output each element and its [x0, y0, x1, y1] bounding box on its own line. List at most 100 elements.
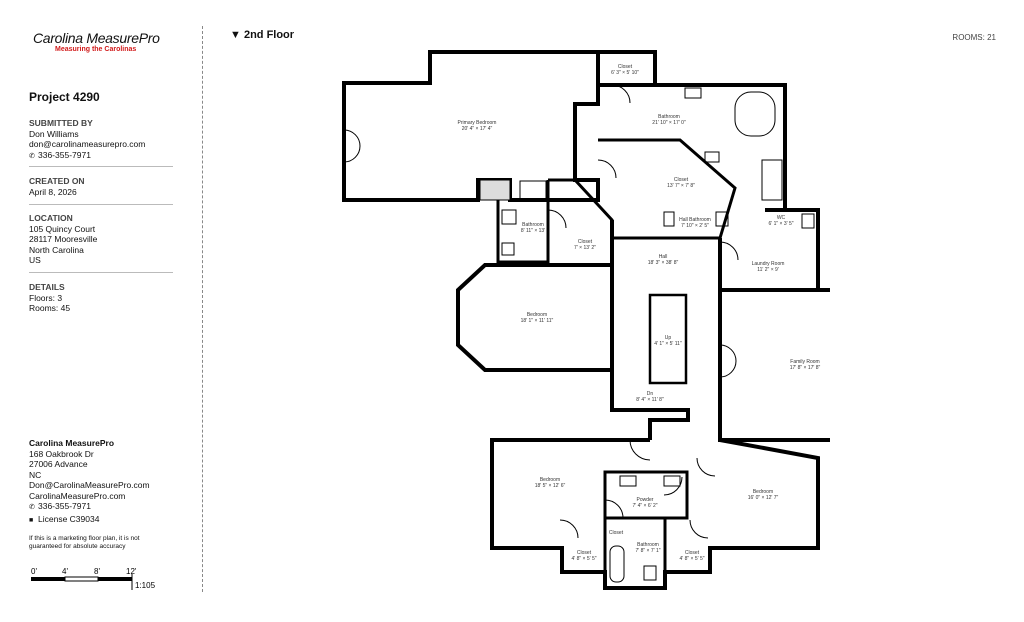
company-website[interactable]: CarolinaMeasurePro.com [29, 490, 126, 501]
room-dims: 7' 8" × 7' 1" [635, 548, 660, 554]
location-line: North Carolina [29, 244, 84, 255]
submitter-name: Don Williams [29, 128, 79, 139]
created-date: April 8, 2026 [29, 186, 77, 197]
company-section: Carolina MeasurePro 168 Oakbrook Dr 2700… [29, 438, 150, 526]
room-name: Family Room [790, 359, 819, 365]
room-name: Bathroom [658, 114, 680, 120]
wall-bedroom-left [456, 263, 612, 372]
location-line: 28117 Mooresville [29, 234, 98, 244]
info-sidebar: Carolina MeasurePro Measuring the Caroli… [0, 0, 200, 622]
floor-name: 2nd Floor [243, 29, 295, 41]
room-name: Bedroom [527, 312, 547, 318]
scale-segment [64, 576, 99, 582]
scale-bar: 0' 4' 8' 12' 1:105 [29, 566, 169, 592]
details-heading: DETAILS [29, 282, 65, 292]
floor-selector[interactable]: ▼ 2nd Floor [230, 29, 294, 41]
section-divider [29, 204, 173, 205]
sink-fixture [715, 211, 729, 227]
sidebar-divider [202, 26, 203, 592]
scale-bar-graphic: 0' 4' 8' 12' 1:105 [31, 567, 156, 590]
section-divider [29, 166, 173, 167]
scale-tick-label: 8' [94, 567, 100, 576]
scale-tick-label: 4' [62, 567, 68, 576]
door-swing [663, 476, 683, 496]
wall-hall-left [610, 220, 690, 440]
company-address: 27006 Advance [29, 459, 88, 469]
room-name: Closet [578, 239, 593, 245]
toilet-fixture [801, 213, 815, 229]
door-swing [719, 241, 739, 261]
brand-tagline: Measuring the Carolinas [55, 46, 137, 53]
company-license: License C39034 [38, 513, 100, 524]
door-swing [559, 519, 579, 539]
room-name: Hall Bathroom [679, 217, 711, 223]
room-name: Bedroom [540, 477, 560, 483]
room-dims: 7' 4" × 6' 2" [632, 503, 657, 509]
brand-logo: Carolina MeasurePro [33, 30, 160, 46]
exterior-walls [342, 50, 830, 590]
wall-powder [603, 470, 689, 520]
room-name: Closet [618, 64, 633, 70]
room-dims: 21' 10" × 17' 0" [652, 120, 686, 126]
company-address: 168 Oakbrook Dr [29, 448, 94, 459]
company-name: Carolina MeasurePro [29, 438, 115, 448]
room-dims: 4' 8" × 5' 5" [571, 556, 596, 562]
door-swing [719, 344, 737, 378]
location-heading: LOCATION [29, 213, 73, 223]
room-labels: Closet 6' 3" × 5' 10" Primary Bedroom 20… [458, 64, 821, 562]
sink-fixture [663, 475, 681, 487]
phone-icon: ✆ [29, 152, 35, 160]
sink-fixture [619, 475, 637, 487]
room-name: Powder [637, 497, 654, 503]
fireplace-fixture [479, 179, 511, 201]
floor-plan: Closet 6' 3" × 5' 10" Primary Bedroom 20… [342, 50, 830, 590]
submitter-email[interactable]: don@carolinameasurepro.com [29, 139, 146, 149]
submitted-section: SUBMITTED BY Don Williams don@caroliname… [29, 118, 145, 162]
details-floors: Floors: 3 [29, 292, 63, 303]
doors [343, 84, 739, 539]
toilet-fixture [501, 209, 517, 225]
triangle-down-icon: ▼ [230, 29, 241, 41]
location-line: 105 Quincy Court [29, 223, 96, 234]
room-dims: 16' 0" × 12' 7" [748, 495, 779, 501]
scale-ratio: 1:105 [135, 581, 156, 590]
scale-segment [31, 577, 65, 581]
submitter-phone[interactable]: 336-355-7971 [38, 149, 91, 160]
shower-fixture [761, 159, 783, 201]
wall-left-closet [548, 178, 614, 267]
room-dims: 20' 4" × 17' 4" [462, 126, 493, 132]
room-dims: 7' 10" × 2' 5" [681, 223, 709, 229]
room-name: Bedroom [753, 489, 773, 495]
scale-tick-label: 0' [31, 567, 37, 576]
section-divider [29, 272, 173, 273]
tub-fixture [609, 545, 625, 583]
fixtures [479, 87, 815, 583]
room-name: Bathroom [522, 222, 544, 228]
room-dims: 7' × 13' 2" [574, 245, 596, 251]
room-dims: 13' 7" × 7' 8" [667, 183, 695, 189]
submitted-heading: SUBMITTED BY [29, 118, 93, 128]
sink-fixture [704, 151, 720, 163]
room-dims: 4' 1" × 5' 11" [654, 341, 682, 347]
room-dims: 18' 3" × 38' 8" [648, 260, 679, 266]
lock-icon: ■ [29, 516, 34, 524]
wall-primary-bedroom [342, 50, 600, 202]
door-swing [547, 209, 567, 229]
room-name: Up [665, 335, 672, 341]
room-dims: 6' 3" × 5' 10" [611, 70, 639, 76]
room-name: WC [777, 215, 786, 221]
door-swing [604, 499, 624, 519]
room-name: Closet [609, 530, 624, 536]
toilet-fixture [663, 211, 675, 227]
room-name: Closet [674, 177, 689, 183]
company-email[interactable]: Don@CarolinaMeasurePro.com [29, 480, 150, 490]
phone-icon: ✆ [29, 504, 35, 511]
room-name: Closet [685, 550, 700, 556]
created-heading: CREATED ON [29, 176, 85, 186]
rooms-count: ROOMS: 21 [952, 33, 996, 42]
company-phone[interactable]: 336-355-7971 [38, 501, 91, 511]
room-name: Bathroom [637, 542, 659, 548]
location-section: LOCATION 105 Quincy Court 28117 Mooresvi… [29, 213, 97, 266]
created-section: CREATED ON April 8, 2026 [29, 176, 85, 197]
room-name: Closet [577, 550, 592, 556]
